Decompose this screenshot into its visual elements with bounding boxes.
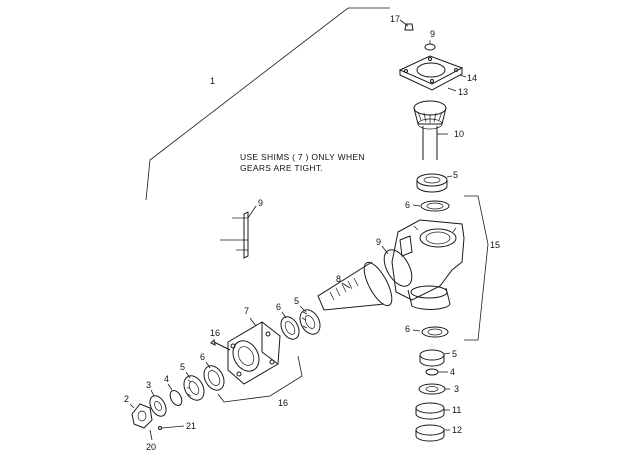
callout-17: 17 bbox=[390, 14, 400, 24]
cotter-pin: 21 20 bbox=[146, 421, 196, 452]
callout-7: 7 bbox=[244, 306, 249, 316]
callout-14: 14 bbox=[467, 73, 477, 83]
output-seal: 3 bbox=[146, 380, 167, 417]
callout-4-output: 4 bbox=[164, 374, 169, 384]
callout-15: 15 bbox=[490, 240, 500, 250]
grease-fitting: 17 bbox=[390, 14, 414, 31]
callout-1-assembly: 1 bbox=[210, 76, 215, 86]
callout-3-output: 3 bbox=[146, 380, 151, 390]
callout-9-detached: 9 bbox=[258, 198, 263, 208]
gearbox-housing bbox=[391, 219, 465, 310]
callout-5-upper: 5 bbox=[453, 170, 458, 180]
callout-5-output: 5 bbox=[180, 362, 185, 372]
lower-cap: 11 bbox=[415, 402, 461, 420]
callout-11: 11 bbox=[452, 405, 461, 415]
input-bearing: 5 bbox=[294, 296, 321, 335]
callout-16-assembly: 16 bbox=[278, 398, 288, 408]
output-nut: 2 bbox=[124, 394, 153, 429]
lower-washer: 4 bbox=[425, 367, 455, 377]
note-line-2: GEARS ARE TIGHT. bbox=[240, 163, 323, 173]
callout-6-output: 6 bbox=[200, 352, 205, 362]
lower-shim: 6 bbox=[405, 324, 449, 338]
callout-9-top: 9 bbox=[430, 29, 435, 39]
lower-seal: 3 bbox=[418, 383, 459, 395]
lower-bearing: 5 bbox=[419, 349, 457, 367]
note-line-1: USE SHIMS ( 7 ) ONLY WHEN bbox=[240, 152, 365, 162]
output-bearing: 5 bbox=[180, 362, 205, 401]
shim-note: USE SHIMS ( 7 ) ONLY WHEN GEARS ARE TIGH… bbox=[240, 152, 365, 173]
bracket-16: 16 bbox=[217, 355, 303, 408]
callout-2: 2 bbox=[124, 394, 129, 404]
assembly-leader: 1 bbox=[145, 7, 390, 201]
callout-20: 20 bbox=[146, 442, 156, 452]
callout-10: 10 bbox=[454, 129, 464, 139]
callout-16-bolt: 16 bbox=[210, 328, 220, 338]
callout-6-lower: 6 bbox=[405, 324, 410, 334]
bearing-housing: 7 bbox=[227, 306, 281, 385]
output-washer: 4 bbox=[164, 374, 183, 406]
flange-bolt: 16 bbox=[210, 328, 231, 351]
callout-5-input: 5 bbox=[294, 296, 299, 306]
upper-bearing: 5 bbox=[416, 170, 458, 193]
upper-gear bbox=[413, 100, 447, 130]
callout-5-lower: 5 bbox=[452, 349, 457, 359]
top-plug: 9 bbox=[424, 29, 436, 51]
input-shim: 6 bbox=[276, 302, 300, 340]
callout-13: 13 bbox=[458, 87, 468, 97]
lower-plug: 12 bbox=[415, 424, 462, 442]
callout-3-lower: 3 bbox=[454, 384, 459, 394]
callout-4-lower: 4 bbox=[450, 367, 455, 377]
input-shaft: 8 bbox=[317, 261, 393, 311]
detached-gasket: 9 bbox=[220, 198, 263, 259]
callout-6-input: 6 bbox=[276, 302, 281, 312]
callout-6-upper: 6 bbox=[405, 200, 410, 210]
callout-21: 21 bbox=[186, 421, 196, 431]
callout-8: 8 bbox=[336, 274, 341, 284]
callout-9-side: 9 bbox=[376, 237, 381, 247]
top-cover: 14 13 bbox=[398, 55, 477, 97]
bracket-15: 15 bbox=[464, 195, 500, 341]
side-gasket: 9 bbox=[376, 237, 413, 287]
vertical-shaft: 10 bbox=[422, 126, 464, 160]
output-shim: 6 bbox=[200, 352, 225, 391]
callout-12: 12 bbox=[452, 425, 462, 435]
upper-shim: 6 bbox=[405, 200, 450, 212]
